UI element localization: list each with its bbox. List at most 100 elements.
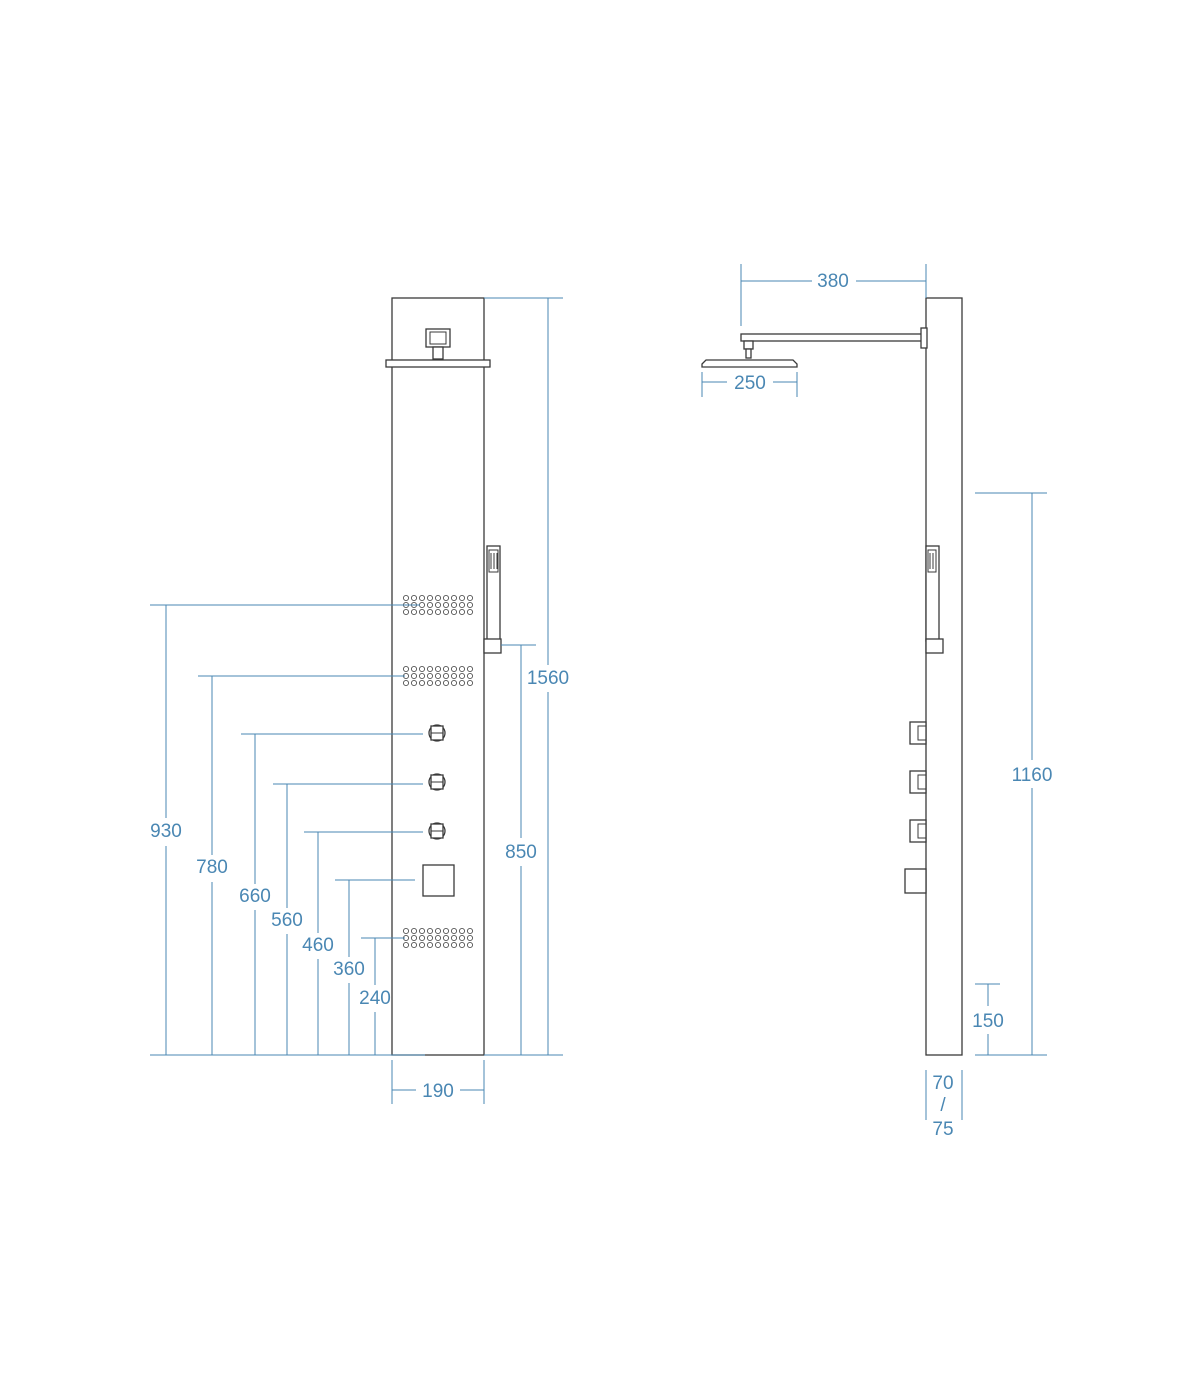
dim-body-jet-middle: 780 bbox=[196, 857, 228, 878]
side-rain-head bbox=[701, 359, 798, 368]
body-jet-bottom bbox=[402, 927, 474, 949]
jet-hole bbox=[466, 601, 474, 609]
side-dimension-lines bbox=[701, 264, 1047, 1120]
jet-hole bbox=[458, 665, 466, 673]
dim-lower-height: 150 bbox=[972, 1011, 1004, 1032]
jet-hole bbox=[426, 927, 434, 935]
side-control-3 bbox=[909, 819, 927, 843]
jet-hole bbox=[442, 672, 450, 680]
dim-control-3: 460 bbox=[302, 935, 334, 956]
jet-hole bbox=[402, 679, 410, 687]
jet-hole bbox=[418, 679, 426, 687]
jet-hole bbox=[458, 672, 466, 680]
jet-hole bbox=[434, 941, 442, 949]
jet-hole bbox=[458, 601, 466, 609]
jet-hole bbox=[458, 608, 466, 616]
jet-hole bbox=[410, 941, 418, 949]
front-top-shelf bbox=[385, 359, 491, 368]
jet-hole bbox=[410, 594, 418, 602]
jet-hole bbox=[466, 941, 474, 949]
jet-hole bbox=[418, 941, 426, 949]
jet-hole bbox=[450, 601, 458, 609]
jet-hole bbox=[426, 934, 434, 942]
jet-hole bbox=[442, 679, 450, 687]
jet-hole bbox=[450, 679, 458, 687]
dim-head-diameter: 250 bbox=[734, 373, 766, 394]
control-knob-2 bbox=[428, 773, 446, 791]
body-jet-middle bbox=[402, 665, 474, 687]
jet-hole bbox=[450, 672, 458, 680]
jet-hole bbox=[410, 672, 418, 680]
jet-hole bbox=[442, 927, 450, 935]
side-diverter bbox=[904, 868, 927, 894]
jet-hole bbox=[442, 601, 450, 609]
jet-hole bbox=[410, 927, 418, 935]
jet-hole bbox=[466, 594, 474, 602]
body-jet-top bbox=[402, 594, 474, 616]
side-view bbox=[701, 297, 963, 1056]
jet-hole bbox=[466, 934, 474, 942]
jet-hole bbox=[466, 665, 474, 673]
jet-hole bbox=[434, 601, 442, 609]
jet-hole bbox=[418, 665, 426, 673]
dim-diverter: 360 bbox=[333, 959, 365, 980]
dim-depth-separator: / bbox=[940, 1095, 946, 1116]
jet-hole bbox=[442, 934, 450, 942]
dim-body-jet-top: 930 bbox=[150, 821, 182, 842]
jet-hole bbox=[426, 665, 434, 673]
dim-panel-width: 190 bbox=[422, 1081, 454, 1102]
jet-hole bbox=[410, 679, 418, 687]
jet-hole bbox=[458, 941, 466, 949]
jet-hole bbox=[450, 665, 458, 673]
jet-hole bbox=[402, 941, 410, 949]
control-knob-3 bbox=[428, 822, 446, 840]
jet-hole bbox=[450, 608, 458, 616]
jet-hole bbox=[402, 594, 410, 602]
jet-hole bbox=[434, 594, 442, 602]
dim-arm-length: 380 bbox=[817, 271, 849, 292]
dim-bracket-height: 1160 bbox=[1012, 765, 1053, 786]
jet-hole bbox=[426, 594, 434, 602]
jet-hole bbox=[402, 608, 410, 616]
jet-hole bbox=[466, 679, 474, 687]
jet-hole bbox=[418, 927, 426, 935]
front-dimension-lines bbox=[150, 297, 563, 1104]
jet-hole bbox=[450, 934, 458, 942]
jet-hole bbox=[418, 672, 426, 680]
side-control-1 bbox=[909, 721, 927, 745]
front-head-connector bbox=[425, 328, 451, 360]
dim-depth-bottom: 75 bbox=[932, 1119, 953, 1140]
dim-body-jet-bottom: 240 bbox=[359, 988, 391, 1009]
jet-hole bbox=[410, 934, 418, 942]
jet-hole bbox=[410, 665, 418, 673]
jet-hole bbox=[434, 672, 442, 680]
jet-hole bbox=[458, 679, 466, 687]
jet-hole bbox=[466, 927, 474, 935]
jet-hole bbox=[442, 665, 450, 673]
front-dimension-labels: 1560 850 190 930 780 660 560 460 360 240 bbox=[150, 668, 569, 1102]
side-panel-body bbox=[925, 297, 963, 1056]
front-view bbox=[385, 297, 502, 1056]
dim-depth-top: 70 bbox=[932, 1073, 953, 1094]
jet-hole bbox=[466, 672, 474, 680]
jet-hole bbox=[426, 672, 434, 680]
control-knob-1 bbox=[428, 724, 446, 742]
jet-hole bbox=[442, 594, 450, 602]
side-control-2 bbox=[909, 770, 927, 794]
jet-hole bbox=[450, 594, 458, 602]
jet-hole bbox=[426, 679, 434, 687]
jet-hole bbox=[418, 608, 426, 616]
jet-hole bbox=[418, 594, 426, 602]
jet-hole bbox=[418, 601, 426, 609]
jet-hole bbox=[458, 594, 466, 602]
jet-hole bbox=[458, 934, 466, 942]
side-shower-arm bbox=[740, 327, 928, 359]
jet-hole bbox=[410, 608, 418, 616]
dim-control-2: 560 bbox=[271, 910, 303, 931]
jet-hole bbox=[434, 934, 442, 942]
jet-hole bbox=[442, 941, 450, 949]
jet-hole bbox=[442, 608, 450, 616]
dim-total-height: 1560 bbox=[527, 668, 569, 689]
jet-hole bbox=[434, 608, 442, 616]
side-dimension-labels: 380 250 1160 150 70 / 75 bbox=[734, 271, 1052, 1140]
